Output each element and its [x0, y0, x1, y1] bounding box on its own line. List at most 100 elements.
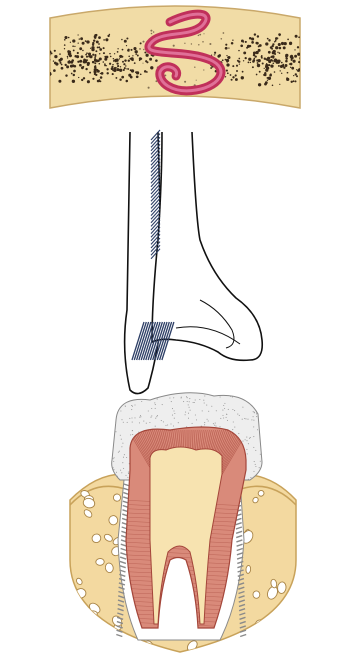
marrow-dot	[294, 55, 297, 58]
marrow-dot	[279, 47, 282, 50]
enamel-dot	[157, 395, 158, 396]
enamel-dot	[251, 419, 252, 420]
marrow-dot	[78, 42, 79, 43]
marrow-dot	[115, 61, 117, 63]
marrow-dot	[245, 57, 247, 59]
marrow-dot	[231, 42, 234, 45]
enamel-dot	[204, 422, 205, 423]
enamel-dot	[117, 476, 118, 477]
enamel-dot	[260, 461, 261, 462]
marrow-dot	[199, 34, 201, 36]
enamel-dot	[228, 409, 229, 410]
marrow-dot	[117, 48, 118, 49]
marrow-dot	[253, 59, 256, 62]
marrow-dot	[305, 51, 307, 53]
marrow-dot	[285, 60, 288, 63]
bone-cavity	[272, 610, 284, 620]
enamel-dot	[165, 425, 166, 426]
marrow-dot	[272, 51, 275, 54]
marrow-dot	[264, 74, 267, 77]
marrow-dot	[65, 64, 67, 66]
enamel-dot	[256, 395, 257, 396]
marrow-dot	[103, 52, 105, 54]
enamel-dot	[237, 396, 238, 397]
marrow-dot	[248, 62, 250, 64]
marrow-dot	[74, 65, 77, 68]
marrow-dot	[319, 57, 322, 60]
enamel-dot	[233, 421, 234, 422]
enamel-dot	[202, 392, 203, 393]
marrow-dot	[86, 56, 88, 58]
marrow-dot	[77, 34, 78, 35]
marrow-dot	[70, 51, 71, 52]
marrow-dot	[135, 53, 137, 55]
marrow-dot	[121, 76, 124, 79]
marrow-dot	[96, 69, 98, 71]
enamel-dot	[208, 420, 209, 421]
marrow-dot	[275, 40, 276, 41]
marrow-dot	[311, 60, 314, 63]
marrow-dot	[124, 59, 126, 61]
enamel-dot	[234, 410, 235, 411]
enamel-dot	[188, 418, 189, 419]
marrow-dot	[71, 73, 73, 75]
marrow-dot	[277, 52, 278, 53]
marrow-dot	[79, 64, 82, 67]
marrow-dot	[103, 47, 105, 49]
marrow-dot	[330, 62, 332, 64]
enamel-dot	[114, 457, 115, 458]
enamel-dot	[125, 475, 126, 476]
marrow-dot	[279, 52, 281, 54]
marrow-dot	[100, 76, 103, 79]
enamel-dot	[223, 405, 224, 406]
enamel-dot	[132, 406, 133, 407]
marrow-dot	[94, 34, 97, 37]
marrow-dot	[153, 31, 155, 33]
marrow-dot	[124, 67, 126, 69]
marrow-dot	[64, 48, 65, 49]
marrow-dot	[111, 67, 114, 70]
marrow-dot	[72, 45, 74, 47]
enamel-dot	[230, 396, 231, 397]
marrow-dot	[230, 74, 232, 76]
enamel-dot	[130, 434, 131, 435]
marrow-dot	[59, 62, 61, 64]
marrow-dot	[232, 76, 234, 78]
marrow-dot	[322, 47, 323, 48]
enamel-dot	[120, 470, 121, 471]
marrow-dot	[324, 55, 325, 56]
enamel-dot	[224, 403, 225, 404]
marrow-dot	[262, 62, 264, 64]
marrow-dot	[272, 60, 274, 62]
marrow-dot	[97, 80, 100, 83]
marrow-dot	[173, 45, 175, 47]
enamel-dot	[215, 426, 216, 427]
marrow-dot	[272, 43, 274, 45]
enamel-dot	[157, 415, 158, 416]
enamel-dot	[223, 417, 224, 418]
marrow-dot	[98, 36, 101, 39]
marrow-dot	[79, 38, 80, 39]
marrow-dot	[67, 56, 69, 58]
marrow-dot	[303, 61, 306, 64]
enamel-dot	[114, 406, 115, 407]
enamel-dot	[220, 396, 221, 397]
marrow-dot	[142, 63, 143, 64]
marrow-dot	[109, 63, 111, 65]
enamel-dot	[254, 412, 255, 413]
marrow-dot	[74, 46, 75, 47]
enamel-dot	[113, 461, 114, 462]
enamel-dot	[249, 438, 250, 439]
marrow-dot	[272, 85, 274, 87]
marrow-dot	[225, 44, 227, 46]
marrow-dot	[122, 61, 124, 63]
enamel-dot	[121, 446, 122, 447]
marrow-dot	[119, 78, 121, 80]
marrow-dot	[184, 43, 185, 44]
enamel-dot	[246, 440, 247, 441]
enamel-dot	[156, 416, 157, 417]
marrow-dot	[232, 40, 233, 41]
enamel-dot	[120, 435, 121, 436]
marrow-dot	[298, 36, 300, 38]
marrow-dot	[126, 45, 127, 46]
